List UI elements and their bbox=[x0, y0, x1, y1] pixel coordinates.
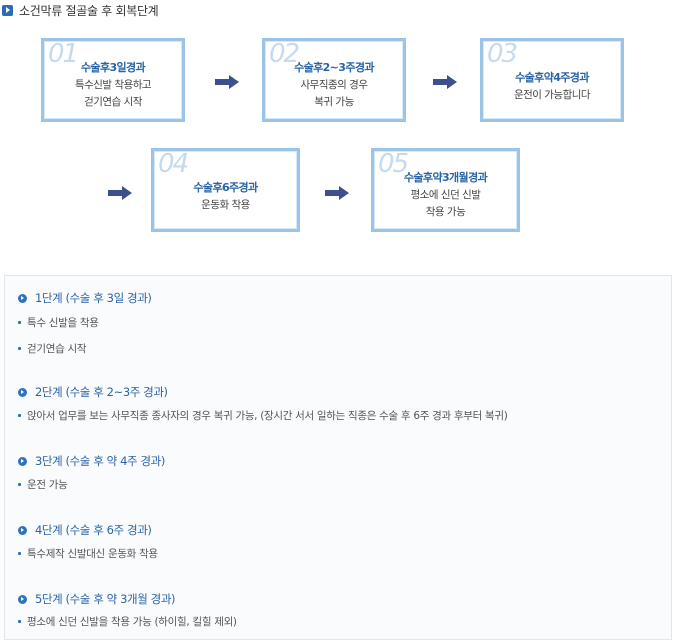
step-heading: 수술후2~3주경과 bbox=[294, 61, 374, 74]
arrow-right-icon bbox=[215, 75, 239, 89]
step-box-4: 04 수술후6주경과 운동화 착용 bbox=[151, 148, 300, 232]
stage-heading: 3단계 (수술 후 약 4주 경과) bbox=[18, 453, 165, 469]
step-text: 운전이 가능합니다 bbox=[513, 89, 591, 101]
stage-heading: 4단계 (수술 후 6주 경과) bbox=[18, 522, 152, 538]
step-number: 03 bbox=[487, 39, 518, 69]
step-number: 05 bbox=[378, 149, 409, 179]
step-heading: 수술후약3개월경과 bbox=[403, 171, 488, 184]
play-circle-icon bbox=[18, 456, 27, 466]
step-text: 특수신발 착용하고 bbox=[74, 79, 152, 91]
step-box-2: 02 수술후2~3주경과 사무직종의 경우 복귀 가능 bbox=[262, 38, 406, 122]
bullet-dot-icon bbox=[18, 321, 21, 324]
step-box-5: 05 수술후약3개월경과 평소에 신던 신발 착용 가능 bbox=[371, 148, 520, 232]
bullet-dot-icon bbox=[18, 620, 21, 623]
play-bullet-icon bbox=[2, 5, 13, 16]
stage-heading: 2단계 (수술 후 2~3주 경과) bbox=[18, 384, 168, 400]
stage-item: 특수 신발을 착용 bbox=[18, 315, 99, 330]
step-heading: 수술후3일경과 bbox=[80, 61, 146, 74]
step-box-1: 01 수술후3일경과 특수신발 착용하고 걷기연습 시작 bbox=[41, 38, 185, 122]
arrow-right-icon bbox=[325, 186, 349, 200]
stage-heading: 5단계 (수술 후 약 3개월 경과) bbox=[18, 591, 175, 607]
step-number: 02 bbox=[269, 39, 300, 69]
arrow-right-icon bbox=[108, 186, 132, 200]
step-number: 01 bbox=[48, 39, 79, 69]
stage-item: 앉아서 업무를 보는 사무직종 종사자의 경우 복귀 가능, (장시간 서서 일… bbox=[18, 408, 508, 423]
stage-item: 평소에 신던 신발을 착용 가능 (하이힐, 킬힐 제외) bbox=[18, 614, 237, 629]
stage-item: 걷기연습 시작 bbox=[18, 341, 87, 356]
bullet-dot-icon bbox=[18, 347, 21, 350]
stage-heading: 1단계 (수술 후 3일 경과) bbox=[18, 290, 152, 306]
recovery-detail-panel: 1단계 (수술 후 3일 경과) 특수 신발을 착용 걷기연습 시작 2단계 (… bbox=[4, 275, 672, 640]
bullet-dot-icon bbox=[18, 552, 21, 555]
step-text: 평소에 신던 신발 bbox=[410, 189, 481, 201]
step-number: 04 bbox=[158, 149, 189, 179]
page-title: 소건막류 절골술 후 회복단계 bbox=[19, 4, 159, 18]
play-circle-icon bbox=[18, 525, 27, 535]
step-heading: 수술후약4주경과 bbox=[515, 71, 589, 84]
step-text: 운동화 착용 bbox=[201, 199, 250, 211]
step-text: 사무직종의 경우 bbox=[300, 79, 368, 91]
play-circle-icon bbox=[18, 387, 27, 397]
play-circle-icon bbox=[18, 594, 27, 604]
arrow-right-icon bbox=[433, 75, 457, 89]
step-text: 복귀 가능 bbox=[314, 96, 354, 108]
stage-item: 운전 가능 bbox=[18, 477, 68, 492]
step-text: 걷기연습 시작 bbox=[84, 96, 142, 108]
step-text: 착용 가능 bbox=[425, 206, 466, 218]
bullet-dot-icon bbox=[18, 414, 21, 417]
play-circle-icon bbox=[18, 293, 27, 303]
stage-item: 특수제작 신발대신 운동화 착용 bbox=[18, 546, 158, 561]
page-header: 소건막류 절골술 후 회복단계 bbox=[2, 2, 159, 19]
step-heading: 수술후6주경과 bbox=[193, 181, 258, 194]
step-box-3: 03 수술후약4주경과 운전이 가능합니다 bbox=[480, 38, 624, 122]
bullet-dot-icon bbox=[18, 483, 21, 486]
